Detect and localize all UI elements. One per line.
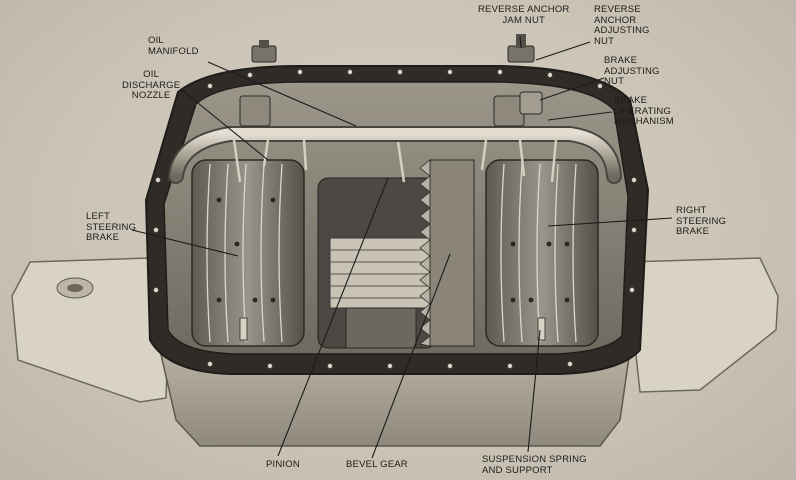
label-line: AND SUPPORT [482,464,553,476]
label-line: REVERSE [594,4,641,15]
label-line: NUT [604,76,625,87]
leader-lines [131,35,673,459]
label-pinion: PINION [266,459,300,471]
label-line: REVERSE ANCHOR [478,4,570,15]
label-line: STEERING [676,215,727,227]
label-line: ADJUSTING [604,65,660,77]
pinion-assembly [317,177,437,349]
label-line: PINION [266,459,300,470]
oil-discharge-nozzles [232,139,558,183]
reverse-anchor-jam-nut-left [251,40,277,63]
right-steering-brake-drum [485,159,599,347]
label-line: STEERING [86,221,137,233]
label-line: BRAKE [614,95,648,106]
label-line: MANIFOLD [148,45,199,57]
left-mounting-bracket [11,257,171,403]
label-reverse-anchor-jam-nut: REVERSE ANCHOR JAM NUT [478,4,570,26]
right-mounting-bracket [625,257,779,393]
label-line: MECHANISM [614,116,674,127]
label-line: OPERATING [614,105,672,117]
label-line: BRAKE [604,55,638,66]
label-brake-adjusting-nut: BRAKE ADJUSTING NUT [604,55,660,88]
left-steering-brake-drum [191,159,305,347]
label-left-steering-brake: LEFT STEERING BRAKE [86,211,137,244]
label-line: OIL [148,35,164,46]
label-line: OIL [143,69,160,80]
label-bevel-gear: BEVEL GEAR [346,459,408,471]
label-oil-discharge-nozzle: OIL DISCHARGE NOZZLE [122,69,181,102]
bevel-gear [419,159,475,347]
label-oil-manifold: OIL MANIFOLD [148,35,199,57]
label-brake-operating-mechanism: BRAKE OPERATING MECHANISM [614,95,674,128]
label-line: BEVEL GEAR [346,459,408,470]
label-line: ANCHOR [594,14,637,26]
label-line: ADJUSTING [594,25,650,36]
suspension-spring-studs [239,317,546,341]
label-line: JAM NUT [502,14,546,26]
label-line: BRAKE [676,226,710,237]
label-line: BRAKE [86,232,120,243]
label-line: SUSPENSION SPRING [482,454,587,465]
oil-manifold-pipe [168,126,622,184]
label-line: RIGHT [676,205,707,216]
label-line: NUT [594,35,615,47]
brake-operating-mechanism [239,91,543,127]
label-line: NOZZLE [131,90,171,101]
label-line: DISCHARGE [122,79,181,91]
label-reverse-anchor-adjusting-nut: REVERSE ANCHOR ADJUSTING NUT [594,4,650,47]
reverse-anchor-jam-nut-right [507,34,535,63]
label-suspension-spring-and-support: SUSPENSION SPRING AND SUPPORT [482,454,587,476]
label-line: LEFT [86,211,111,222]
flange-bolts [152,69,638,369]
label-right-steering-brake: RIGHT STEERING BRAKE [676,205,727,238]
